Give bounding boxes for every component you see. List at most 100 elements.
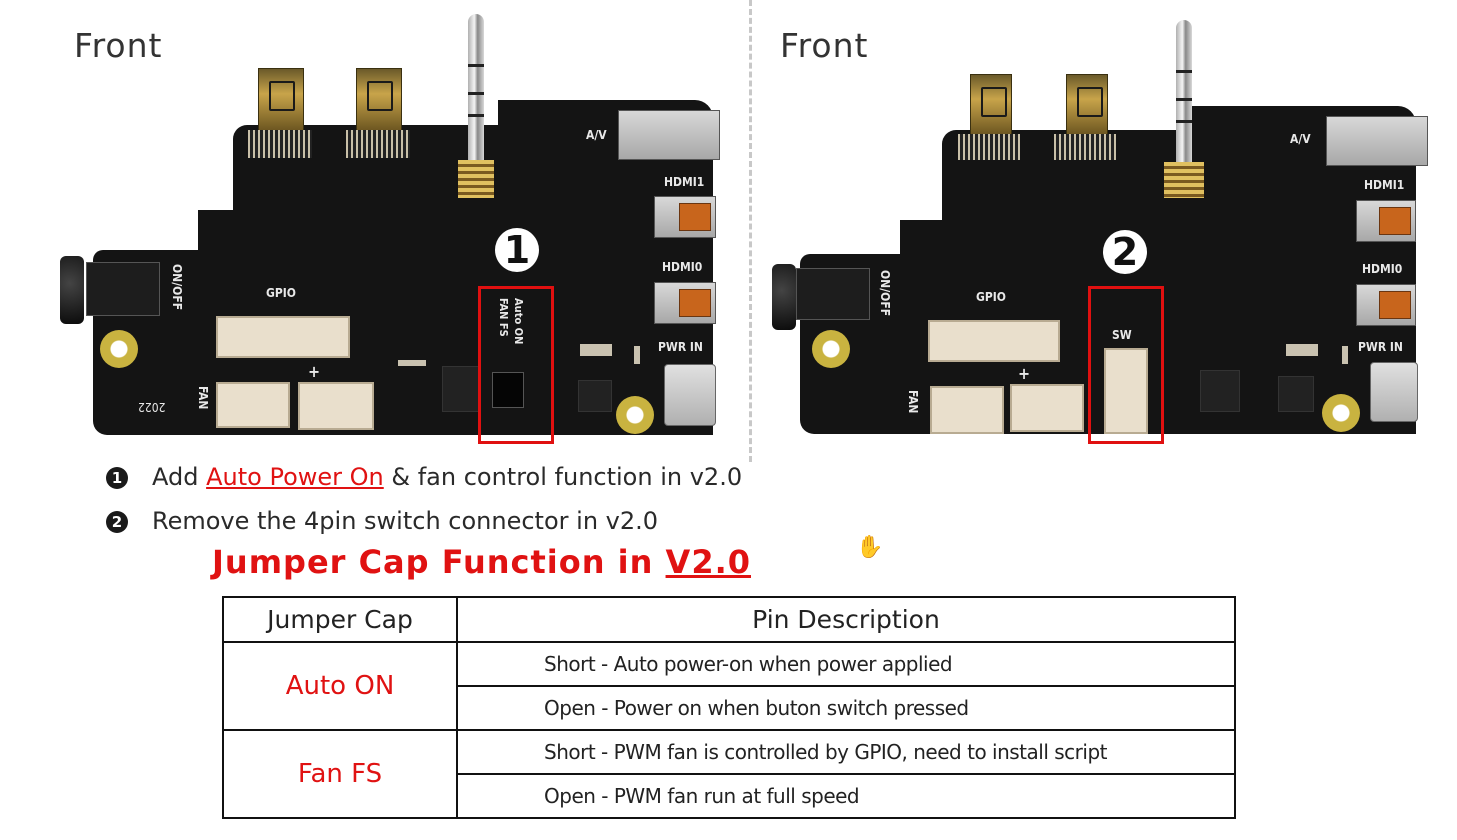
av-socket [618,110,720,160]
marker-2: 2 [1103,230,1147,274]
micro-hdmi-pins [248,130,312,158]
sw-label: SW [1112,328,1132,342]
section-heading: Jumper Cap Function in V2.0 [212,543,751,581]
ic-chip [1200,370,1240,412]
fan-connector [216,382,290,428]
hdmi1-label: HDMI1 [664,175,705,189]
mounting-hole [100,330,138,368]
on-off-label: ON/OFF [878,270,892,317]
jumper-silk-label: Auto ON FAN FS [496,298,526,344]
note-1-highlight: Auto Power On [206,463,384,491]
hdmi1-socket [1356,200,1416,242]
av-socket [1326,116,1428,166]
auto-on-silk: Auto ON [512,298,525,345]
table-row: Fan FS Short - PWM fan is controlled by … [222,729,1236,819]
table-row: Open - PWM fan run at full speed [223,773,1236,819]
hdmi0-socket [1356,284,1416,326]
sw-4pin-connector [1104,348,1148,434]
highlight-box-sw [1088,286,1164,444]
gpio-connector [928,320,1060,362]
power-button-knob [60,256,84,324]
note-1-prefix: Add [152,463,207,491]
board-2-image: A/V HDMI1 HDMI0 PWR IN ON/OFF GPIO FAN +… [770,10,1440,444]
audio-jack-base [1164,162,1204,198]
av-label: A/V [586,128,607,142]
fan-label: FAN [196,386,210,410]
power-switch [86,262,160,316]
board-1-image: A/V HDMI1 HDMI0 PWR IN ON/OFF GPIO FAN +… [58,10,738,444]
table-row: Open - Power on when buton switch presse… [223,685,1236,731]
smd-component [634,346,640,364]
cap-fan-fs: Fan FS [222,729,458,819]
gpio-label: GPIO [266,286,296,300]
fan-power-connector [298,382,374,430]
pwr-in-label: PWR IN [1358,340,1403,354]
smd-component [1286,344,1318,356]
audio-jack-plug [1176,20,1192,170]
fan-label: FAN [906,390,920,414]
mounting-hole [616,396,654,434]
header-pin-description: Pin Description [456,596,1236,643]
note-2-number: 2 [106,511,128,533]
ic-chip [1278,376,1314,412]
hdmi0-label: HDMI0 [1362,262,1403,276]
usb-c-socket [664,364,716,426]
year-label: 2022 [138,400,166,414]
micro-hdmi-pins [346,130,410,158]
hdmi1-socket [654,196,716,238]
jumper-cap-table: Jumper Cap Pin Description Auto ON Short… [222,596,1236,819]
micro-hdmi-plug [356,68,402,132]
panel-divider [749,0,752,462]
note-2-text: Remove the 4pin switch connector in v2.0 [152,507,659,535]
hdmi1-label: HDMI1 [1364,178,1405,192]
board-2-title: Front [780,26,869,65]
av-label: A/V [1290,132,1311,146]
fan-fs-silk: FAN FS [497,298,510,337]
fan-connector [930,386,1004,434]
power-button-knob [772,264,796,330]
table-row: Auto ON Short - Auto power-on when power… [222,641,1236,731]
ic-chip [578,380,612,412]
hdmi0-socket [654,282,716,324]
jumper-cap [492,372,524,408]
usb-c-socket [1370,362,1418,422]
header-jumper-cap: Jumper Cap [222,596,458,643]
plus-label: + [1018,364,1031,383]
micro-hdmi-plug [258,68,304,132]
pcb-body [900,220,1060,270]
desc-fan-fs-short: Short - PWM fan is controlled by GPIO, n… [456,729,1236,775]
highlight-box-jumper [478,286,554,444]
gpio-connector [216,316,350,358]
heading-prefix: Jumper Cap Function in [212,543,666,581]
note-1-number: 1 [106,467,128,489]
board-1-title: Front [74,26,163,65]
ic-chip [442,366,480,412]
desc-auto-on-short: Short - Auto power-on when power applied [456,641,1236,687]
micro-hdmi-plug [1066,74,1108,136]
pwr-in-label: PWR IN [658,340,703,354]
smd-component [580,344,612,356]
hand-pointer-icon: ✋ [856,535,884,560]
smd-component [1342,346,1348,364]
on-off-label: ON/OFF [170,264,184,311]
plus-label: + [308,362,321,381]
marker-1: 1 [495,228,539,272]
audio-jack-base [458,160,494,198]
micro-hdmi-plug [970,74,1012,136]
smd-component [398,360,426,366]
desc-auto-on-open: Open - Power on when buton switch presse… [456,685,1236,731]
note-1-text: Add Auto Power On & fan control function… [152,463,742,491]
mounting-hole [1322,394,1360,432]
desc-fan-fs-open: Open - PWM fan run at full speed [456,773,1236,819]
fan-power-connector [1010,384,1084,432]
hdmi0-label: HDMI0 [662,260,703,274]
micro-hdmi-pins [1054,134,1116,160]
cap-auto-on: Auto ON [222,641,458,731]
heading-version: V2.0 [665,543,751,581]
table-header-row: Jumper Cap Pin Description [222,596,1236,643]
micro-hdmi-pins [958,134,1020,160]
pcb-body [198,210,358,270]
audio-jack-plug [468,14,484,164]
note-1-suffix: & fan control function in v2.0 [383,463,743,491]
mounting-hole [812,330,850,368]
